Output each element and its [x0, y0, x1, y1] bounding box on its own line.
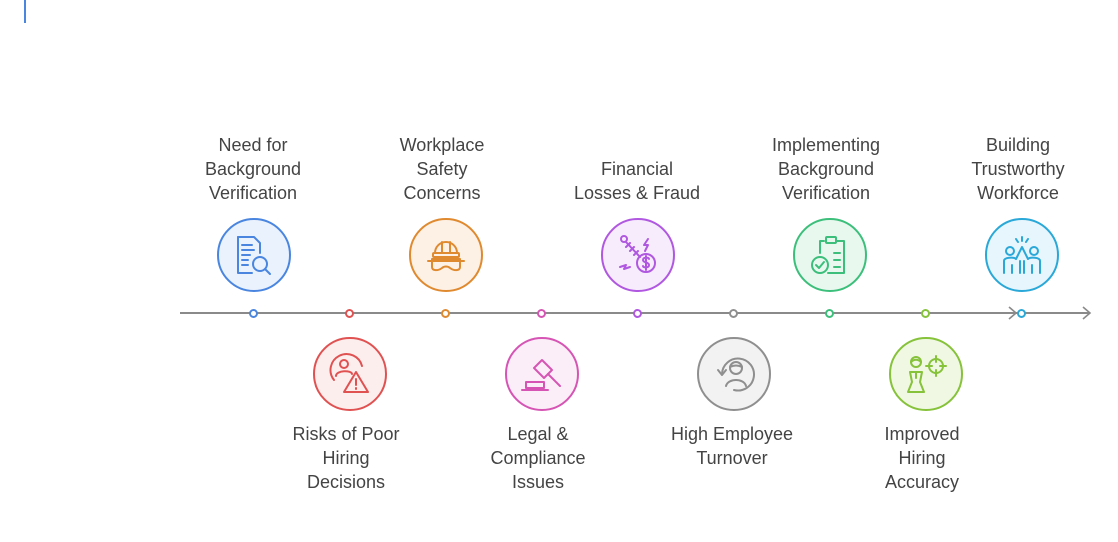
timeline-dot: [537, 309, 546, 318]
step-icon-circle: [601, 218, 675, 292]
clipboard-check-icon: [811, 236, 845, 274]
step-icon-circle: [313, 337, 387, 411]
timeline-dot: [441, 309, 450, 318]
timeline-dot: [633, 309, 642, 318]
arrow-end-icon: [1082, 306, 1092, 320]
step-icon-circle: [793, 218, 867, 292]
person-rotate-icon: [717, 357, 755, 392]
high-five-icon: [1003, 236, 1041, 274]
timeline-dot: [921, 309, 930, 318]
timeline-dot: [825, 309, 834, 318]
timeline-dot: [249, 309, 258, 318]
person-target-icon: [907, 355, 947, 393]
hardhat-goggles-icon: [427, 241, 465, 272]
arrow-mid-icon: [1008, 306, 1018, 320]
timeline-dot: [1017, 309, 1026, 318]
step-icon-circle: [889, 337, 963, 411]
timeline-dot: [729, 309, 738, 318]
step-icon-circle: [409, 218, 483, 292]
timeline-dot: [345, 309, 354, 318]
gavel-icon: [521, 359, 561, 391]
text-cursor: [24, 0, 26, 23]
step-icon-circle: [985, 218, 1059, 292]
money-fraud-icon: [619, 235, 656, 273]
step-icon-circle: [505, 337, 579, 411]
document-search-icon: [237, 236, 271, 275]
person-warning-icon: [329, 353, 369, 393]
step-icon-circle: [697, 337, 771, 411]
step-icon-circle: [217, 218, 291, 292]
